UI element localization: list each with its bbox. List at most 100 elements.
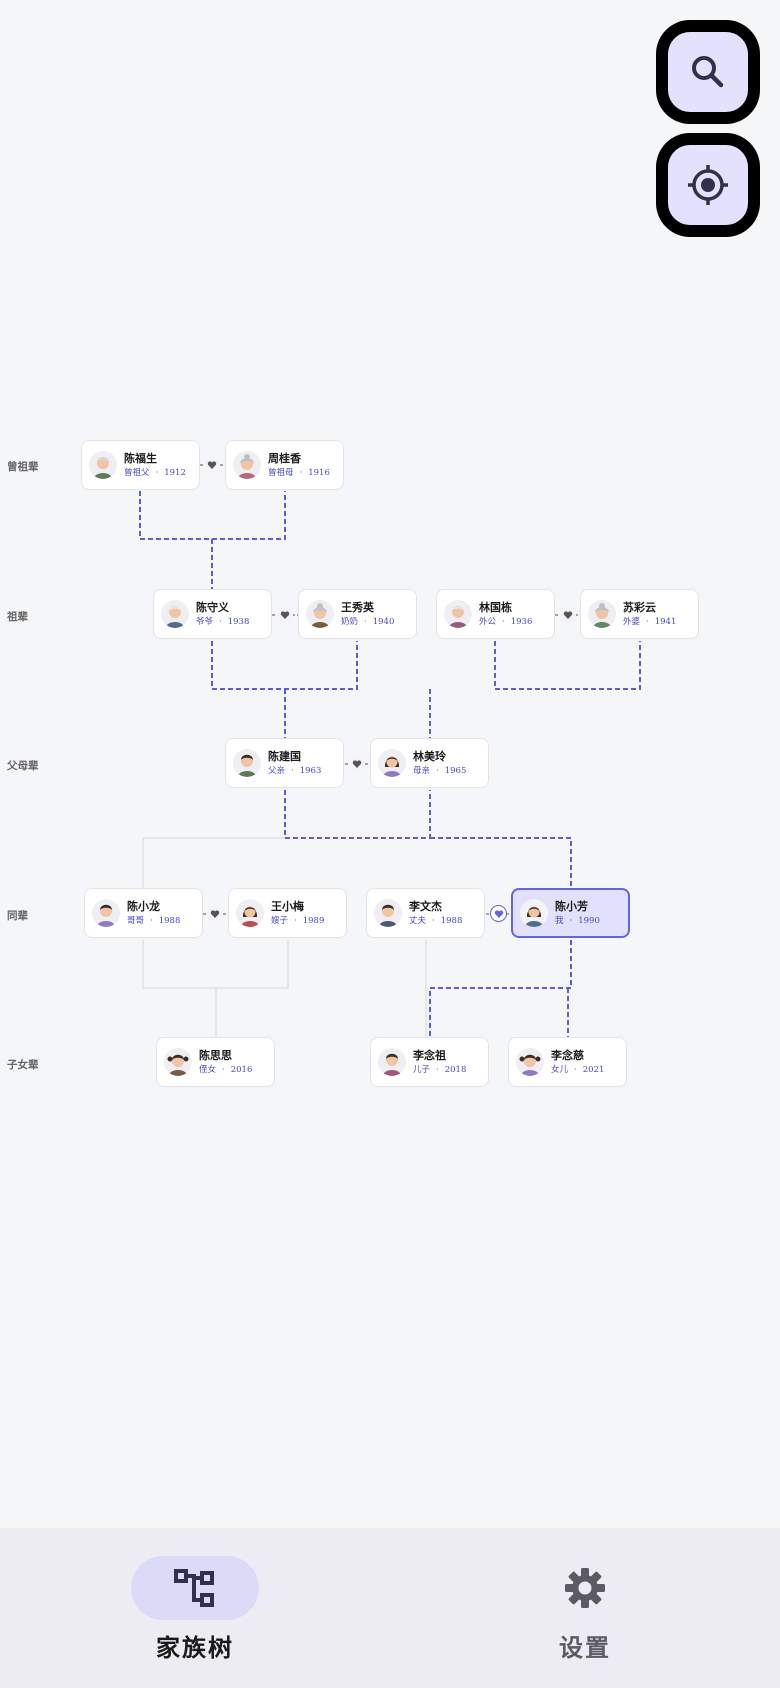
person-birth-year: 2018 bbox=[444, 1064, 467, 1075]
person-name: 李念祖 bbox=[413, 1048, 446, 1062]
person-card-self[interactable]: 陈小芳我·1990 bbox=[511, 888, 630, 938]
person-birth-year: 1936 bbox=[510, 616, 533, 627]
search-fab[interactable] bbox=[656, 20, 760, 124]
separator-dot: · bbox=[299, 467, 303, 478]
person-name: 陈建国 bbox=[268, 749, 301, 763]
person-relation: 儿子 bbox=[413, 1064, 431, 1075]
generation-label-great-grandparents: 曾祖辈 bbox=[7, 461, 39, 473]
person-card[interactable]: 林国栋外公 · 1936 bbox=[436, 589, 555, 639]
connector-line bbox=[139, 491, 286, 540]
person-birth-year: 1990 bbox=[578, 915, 600, 926]
person-relation: 我 bbox=[555, 915, 564, 926]
nav-family-tree[interactable]: 家族树 bbox=[0, 1528, 390, 1688]
generation-label-parents: 父母辈 bbox=[7, 760, 39, 772]
person-relation: 爷爷 bbox=[196, 616, 214, 627]
heart-icon bbox=[207, 906, 223, 922]
person-card[interactable]: 陈思思侄女·2016 bbox=[156, 1037, 275, 1087]
separator-dot: · bbox=[574, 1064, 577, 1075]
crosshair-icon bbox=[688, 165, 728, 205]
person-card[interactable]: 陈福生曾祖父 · 1912 bbox=[81, 440, 200, 490]
avatar bbox=[236, 899, 264, 927]
locate-fab-inner bbox=[668, 145, 748, 225]
person-relation: 哥哥 bbox=[127, 915, 145, 926]
person-card[interactable]: 陈建国父亲·1963 bbox=[225, 738, 344, 788]
person-card[interactable]: 李文杰丈夫 · 1988 bbox=[366, 888, 485, 938]
avatar bbox=[161, 600, 189, 628]
person-name: 苏彩云 bbox=[623, 600, 656, 614]
person-birth-year: 1941 bbox=[654, 616, 677, 627]
person-relation: 丈夫 bbox=[409, 915, 427, 926]
family-tree-icon bbox=[174, 1569, 214, 1607]
gear-icon bbox=[565, 1568, 605, 1608]
person-birth-year: 2021 bbox=[582, 1064, 605, 1075]
person-card[interactable]: 苏彩云外婆·1941 bbox=[580, 589, 699, 639]
generation-label-children: 子女辈 bbox=[7, 1059, 39, 1071]
person-birth-year: 1940 bbox=[372, 616, 395, 627]
separator-dot: · bbox=[294, 915, 297, 926]
settings-icon-wrap bbox=[553, 1556, 617, 1620]
person-name: 王秀英 bbox=[341, 600, 374, 614]
person-card[interactable]: 林美玲母亲·1965 bbox=[370, 738, 489, 788]
avatar bbox=[233, 451, 261, 479]
person-card[interactable]: 王小梅嫂子·1989 bbox=[228, 888, 347, 938]
separator-dot: · bbox=[502, 616, 505, 627]
heart-icon bbox=[204, 457, 220, 473]
nav-settings[interactable]: 设置 bbox=[390, 1528, 780, 1688]
avatar bbox=[374, 899, 402, 927]
heart-icon bbox=[349, 756, 365, 772]
connector-line bbox=[430, 837, 572, 888]
avatar bbox=[588, 600, 616, 628]
connector-line bbox=[211, 641, 358, 690]
avatar bbox=[89, 451, 117, 479]
connector-line bbox=[429, 940, 572, 1037]
person-name: 李念慈 bbox=[551, 1048, 584, 1062]
heart-icon bbox=[560, 607, 576, 623]
person-birth-year: 1988 bbox=[440, 915, 463, 926]
separator-dot: · bbox=[222, 1064, 225, 1075]
person-card[interactable]: 李念慈女儿·2021 bbox=[508, 1037, 627, 1087]
locate-fab[interactable] bbox=[656, 133, 760, 237]
person-birth-year: 2016 bbox=[230, 1064, 253, 1075]
person-relation: 母亲 bbox=[413, 765, 431, 776]
person-relation: 曾祖父 bbox=[124, 467, 150, 478]
person-card[interactable]: 陈守义爷爷 · 1938 bbox=[153, 589, 272, 639]
separator-dot: · bbox=[432, 915, 435, 926]
person-card[interactable]: 王秀英奶奶·1940 bbox=[298, 589, 417, 639]
person-birth-year: 1912 bbox=[164, 467, 186, 478]
avatar bbox=[378, 1048, 406, 1076]
separator-dot: · bbox=[436, 1064, 439, 1075]
avatar bbox=[233, 749, 261, 777]
person-birth-year: 1916 bbox=[308, 467, 330, 478]
person-card[interactable]: 李念祖儿子 · 2018 bbox=[370, 1037, 489, 1087]
avatar bbox=[516, 1048, 544, 1076]
person-relation: 外公 bbox=[479, 616, 497, 627]
person-card[interactable]: 周桂香曾祖母·1916 bbox=[225, 440, 344, 490]
nav-settings-label: 设置 bbox=[559, 1633, 611, 1662]
person-name: 陈思思 bbox=[199, 1048, 232, 1062]
person-relation: 嫂子 bbox=[271, 915, 289, 926]
connector-line bbox=[494, 641, 641, 690]
avatar bbox=[164, 1048, 192, 1076]
connector-line-faint bbox=[142, 940, 289, 989]
person-name: 陈福生 bbox=[124, 451, 157, 465]
bottom-navigation: 家族树 设置 bbox=[0, 1528, 780, 1688]
separator-dot: · bbox=[364, 616, 367, 627]
person-birth-year: 1965 bbox=[444, 765, 467, 776]
separator-dot: · bbox=[219, 616, 222, 627]
person-relation: 曾祖母 bbox=[268, 467, 294, 478]
person-name: 陈守义 bbox=[196, 600, 229, 614]
person-birth-year: 1938 bbox=[227, 616, 250, 627]
heart-icon bbox=[277, 607, 293, 623]
avatar bbox=[92, 899, 120, 927]
search-icon bbox=[692, 56, 724, 88]
person-name: 林国栋 bbox=[479, 600, 512, 614]
avatar bbox=[520, 899, 548, 927]
person-card[interactable]: 陈小龙哥哥·1988 bbox=[84, 888, 203, 938]
nav-active-indicator bbox=[131, 1556, 259, 1620]
person-name: 李文杰 bbox=[409, 899, 442, 913]
person-relation: 父亲 bbox=[268, 765, 286, 776]
separator-dot: · bbox=[150, 915, 153, 926]
generation-label-siblings: 同辈 bbox=[7, 910, 28, 922]
separator-dot: · bbox=[155, 467, 159, 478]
